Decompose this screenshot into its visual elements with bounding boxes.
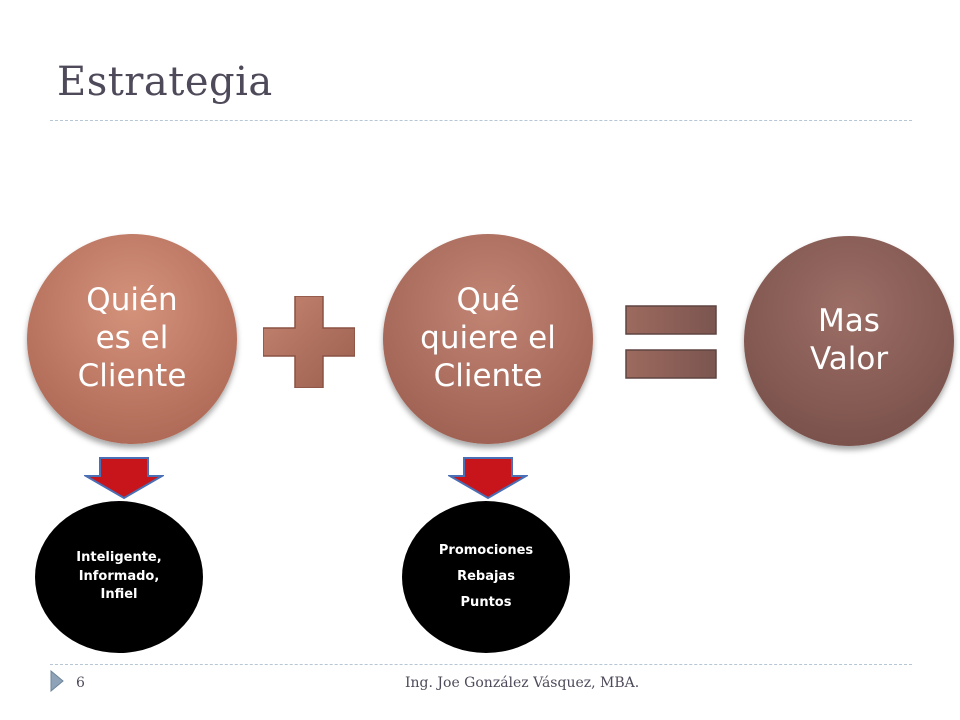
circle-result-label: Mas Valor [809,303,889,377]
detail-customer-traits: Inteligente, Informado, Infiel [35,501,203,653]
arrow-down-icon [448,457,528,500]
detail-what-text: Promociones Rebajas Puntos [438,543,534,610]
slide-title: Estrategia [57,59,273,105]
footer-author: Ing. Joe González Vásquez, MBA. [405,675,640,691]
triangle-bullet-icon [50,670,64,692]
circle-who-label: Quién es el Cliente [77,282,187,394]
detail-who-text: Inteligente, Informado, Infiel [76,549,162,603]
circle-what-label: Qué quiere el Cliente [420,282,556,394]
circle-more-value: Mas Valor [744,236,954,446]
page-number: 6 [76,675,85,691]
equals-icon [625,305,717,379]
circle-what-customer-wants: Qué quiere el Cliente [383,234,593,444]
footer-divider [50,664,912,665]
arrow-down-icon [84,457,164,500]
plus-icon [263,296,355,388]
detail-customer-wants: Promociones Rebajas Puntos [402,501,570,653]
circle-who-is-customer: Quién es el Cliente [27,234,237,444]
title-divider [50,120,912,121]
